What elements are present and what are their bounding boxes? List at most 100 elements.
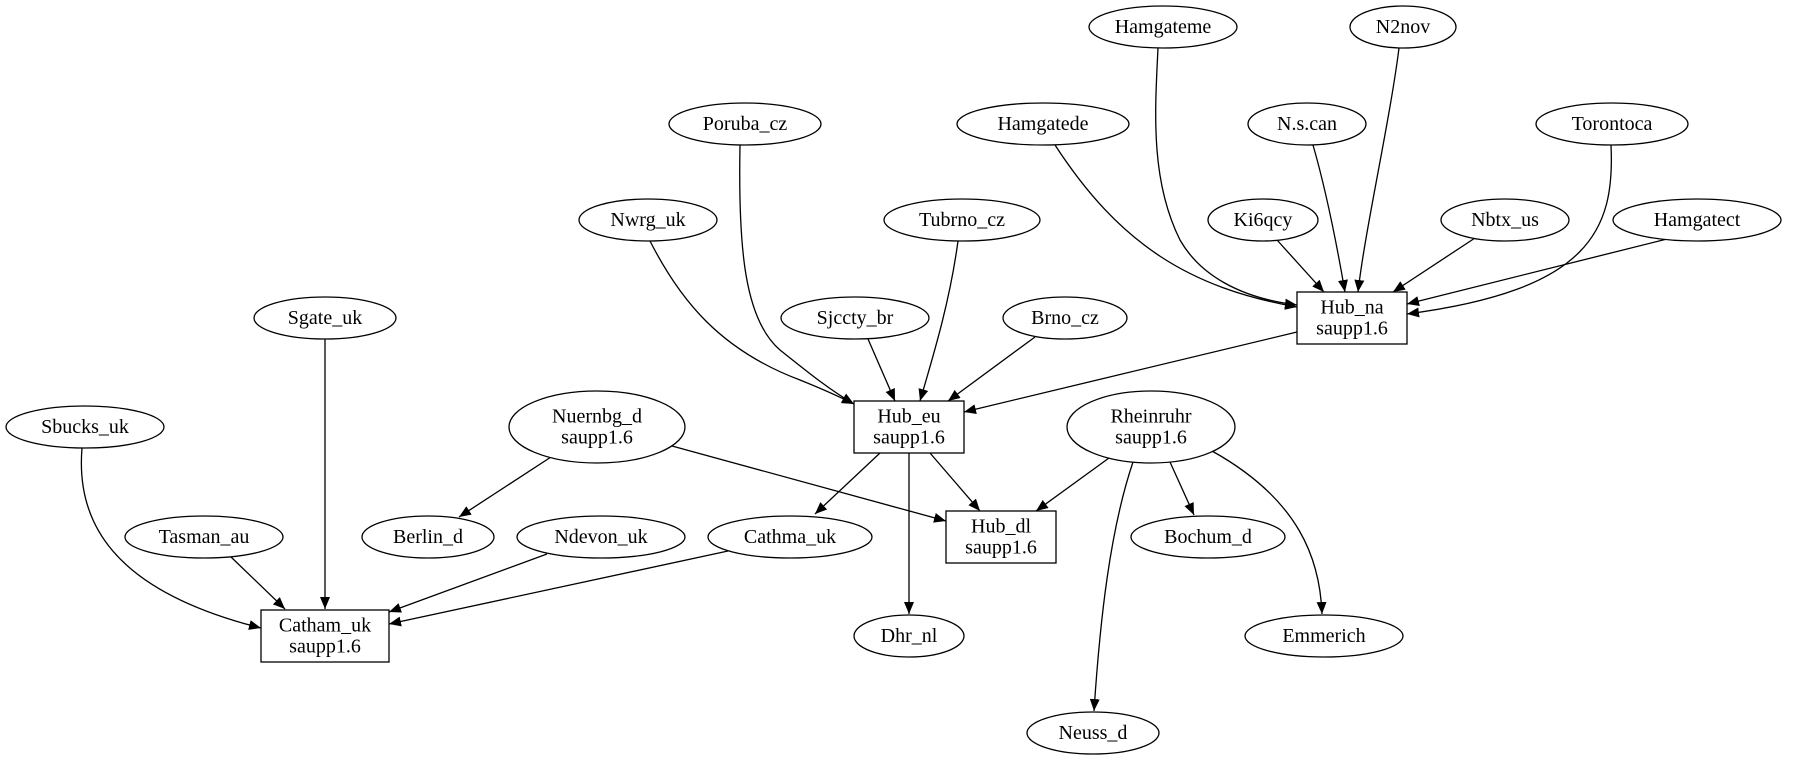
node-n2nov: N2nov xyxy=(1349,5,1457,49)
node-ellipse-shape xyxy=(707,515,873,559)
node-label: Hamgatede xyxy=(997,113,1088,135)
node-box-shape xyxy=(260,609,390,663)
edge-hamgateme-to-hub_na xyxy=(1155,47,1298,309)
node-ellipse-shape xyxy=(956,102,1130,146)
node-label: Brno_cz xyxy=(1031,307,1099,329)
node-label: Hamgatect xyxy=(1654,209,1741,231)
node-ellipse-shape xyxy=(780,296,930,340)
edge-hub_eu-to-hub_dl xyxy=(929,452,981,512)
node-ellipse-shape xyxy=(5,405,165,449)
edge-ndevon_uk-to-catham_uk xyxy=(388,553,548,613)
edge-nbtx_us-to-hub_na xyxy=(1392,237,1476,293)
node-label: saupp1.6 xyxy=(965,537,1037,559)
edge-hub_eu-to-cathma_uk xyxy=(814,452,881,515)
node-ki6qcy: Ki6qcy xyxy=(1207,198,1319,242)
node-ellipse-shape xyxy=(1535,102,1689,146)
node-label: saupp1.6 xyxy=(289,636,361,658)
node-label: Dhr_nl xyxy=(881,625,938,647)
edge-ki6qcy-to-hub_na xyxy=(1276,239,1325,293)
edge-hamgatede-to-hub_na xyxy=(1054,144,1298,310)
node-label: Hub_eu xyxy=(877,406,940,428)
node-label: saupp1.6 xyxy=(1115,427,1187,449)
node-ellipse-shape xyxy=(1207,198,1319,242)
edge-tubrno_cz-to-hub_eu xyxy=(918,240,959,402)
node-label: Nbtx_us xyxy=(1471,209,1539,231)
node-ellipse-shape xyxy=(124,515,284,559)
edge-nuernbg_d-to-berlin_d xyxy=(458,456,552,518)
node-nbtx_us: Nbtx_us xyxy=(1440,198,1570,242)
edge-hamgatect-to-hub_na xyxy=(1406,238,1668,306)
node-label: Poruba_cz xyxy=(703,113,788,135)
node-ellipse-shape xyxy=(1002,296,1128,340)
node-ellipse-shape xyxy=(1612,198,1782,242)
node-label: Sbucks_uk xyxy=(41,416,129,438)
node-ellipse-shape xyxy=(508,390,686,464)
node-ellipse-shape xyxy=(1130,515,1286,559)
node-label: Catham_uk xyxy=(279,615,371,637)
node-berlin_d: Berlin_d xyxy=(361,515,495,559)
node-ellipse-shape xyxy=(1349,5,1457,49)
edge-cathma_uk-to-catham_uk xyxy=(388,550,729,627)
node-label: saupp1.6 xyxy=(561,427,633,449)
node-label: Emmerich xyxy=(1282,625,1365,647)
edge-tasman_au-to-catham_uk xyxy=(230,556,286,610)
node-ellipse-shape xyxy=(853,614,965,658)
node-neuss_d: Neuss_d xyxy=(1026,711,1160,755)
node-label: Ndevon_uk xyxy=(554,526,647,548)
node-ellipse-shape xyxy=(1247,102,1367,146)
node-label: saupp1.6 xyxy=(1316,318,1388,340)
node-brno_cz: Brno_cz xyxy=(1002,296,1128,340)
node-label: Tasman_au xyxy=(159,526,250,548)
node-dhr_nl: Dhr_nl xyxy=(853,614,965,658)
node-ellipse-shape xyxy=(1440,198,1570,242)
node-n_s_can: N.s.can xyxy=(1247,102,1367,146)
node-sbucks_uk: Sbucks_uk xyxy=(5,405,165,449)
edge-nuernbg_d-to-hub_dl xyxy=(671,445,947,523)
node-bochum_d: Bochum_d xyxy=(1130,515,1286,559)
edge-brno_cz-to-hub_eu xyxy=(947,336,1036,402)
edge-rheinruhr-to-hub_dl xyxy=(1035,457,1110,512)
node-label: Hamgateme xyxy=(1115,16,1212,38)
node-label: Bochum_d xyxy=(1164,526,1252,548)
edge-poruba_cz-to-hub_eu xyxy=(739,144,855,405)
node-cathma_uk: Cathma_uk xyxy=(707,515,873,559)
edge-nwrg_uk-to-hub_eu xyxy=(649,240,855,405)
node-label: N.s.can xyxy=(1277,113,1337,135)
node-ellipse-shape xyxy=(361,515,495,559)
node-label: Nuernbg_d xyxy=(552,406,642,428)
node-nwrg_uk: Nwrg_uk xyxy=(578,198,718,242)
node-label: Neuss_d xyxy=(1059,722,1128,744)
node-tubrno_cz: Tubrno_cz xyxy=(883,198,1041,242)
node-ellipse-shape xyxy=(578,198,718,242)
node-label: Sjccty_br xyxy=(817,307,894,329)
edge-n2nov-to-hub_na xyxy=(1354,47,1400,293)
node-label: Hub_na xyxy=(1320,297,1383,319)
edge-hub_na-to-hub_eu xyxy=(963,331,1298,415)
node-box-shape xyxy=(945,510,1057,564)
node-torontoca: Torontoca xyxy=(1535,102,1689,146)
node-hamgateme: Hamgateme xyxy=(1088,5,1238,49)
node-sjccty_br: Sjccty_br xyxy=(780,296,930,340)
edge-torontoca-to-hub_na xyxy=(1406,144,1613,318)
node-poruba_cz: Poruba_cz xyxy=(668,102,822,146)
node-label: Tubrno_cz xyxy=(919,209,1005,231)
node-emmerich: Emmerich xyxy=(1244,614,1404,658)
node-label: N2nov xyxy=(1376,16,1430,38)
node-ellipse-shape xyxy=(516,515,686,559)
node-ellipse-shape xyxy=(883,198,1041,242)
edge-n_s_can-to-hub_na xyxy=(1312,144,1348,293)
node-label: Rheinruhr xyxy=(1110,406,1191,428)
edge-rheinruhr-to-emmerich xyxy=(1211,450,1327,615)
node-box-shape xyxy=(1296,291,1408,345)
edge-sbucks_uk-to-catham_uk xyxy=(80,447,262,630)
node-ellipse-shape xyxy=(253,296,397,340)
node-ellipse-shape xyxy=(668,102,822,146)
node-label: Cathma_uk xyxy=(744,526,836,548)
node-sgate_uk: Sgate_uk xyxy=(253,296,397,340)
